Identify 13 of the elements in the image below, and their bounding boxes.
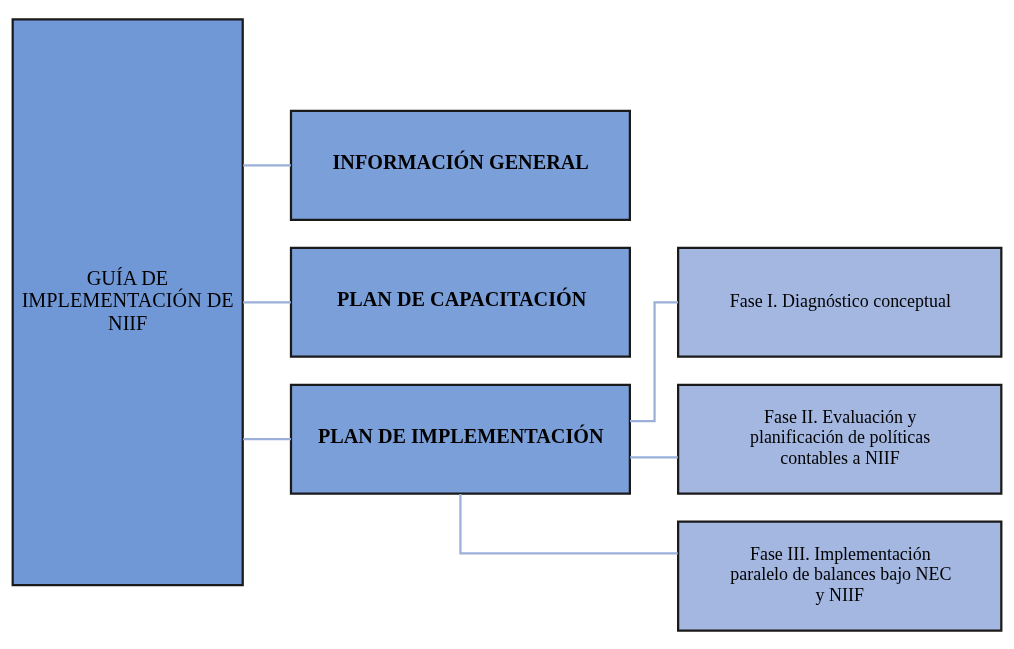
connector — [243, 437, 291, 440]
node-box: PLAN DE IMPLEMENTACIÓN — [289, 383, 631, 495]
connector — [630, 300, 678, 422]
node-box: Fase I. Diagnóstico conceptual — [677, 246, 1003, 358]
node-box: INFORMACIÓN GENERAL — [289, 109, 631, 221]
node-box: PLAN DE CAPACITACIÓN — [289, 246, 631, 358]
node-box: GUÍA DE IMPLEMENTACIÓN DE NIIF — [11, 17, 244, 586]
node-box: Fase II. Evaluación y planificación de políticas contables a NIIF — [677, 383, 1003, 495]
node-box: Fase III. Implementación paralelo de balances bajo NEC y NIIF — [677, 520, 1003, 632]
connector — [630, 455, 678, 458]
connector — [243, 300, 291, 303]
connector — [459, 493, 678, 554]
connector — [243, 163, 291, 166]
